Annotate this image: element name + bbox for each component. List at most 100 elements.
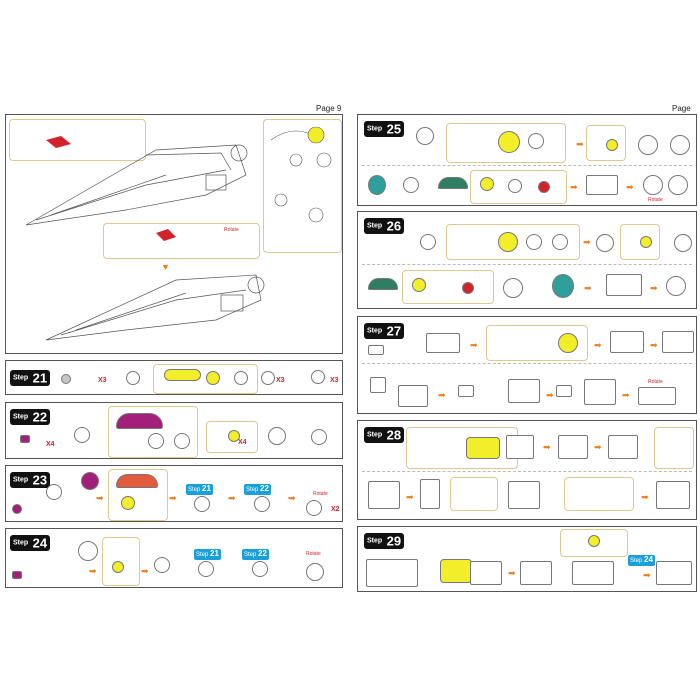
part: [416, 127, 434, 145]
part: [508, 379, 540, 403]
part: [174, 433, 190, 449]
yellow-part: [588, 535, 600, 547]
arrow-right: ➡: [169, 493, 177, 503]
magenta-arc: [116, 413, 163, 429]
step-27-panel: Step 27 ➡ ➡ ➡ ➡ ➡ ➡ Rotate: [357, 316, 697, 414]
step-28-badge: Step 28: [364, 427, 405, 443]
part: [656, 561, 692, 585]
part: [662, 331, 694, 353]
step-26-badge: Step 26: [364, 218, 405, 234]
overview-panel: Rotate ▼: [5, 114, 343, 354]
divider: [362, 471, 692, 472]
yellow-part: [558, 333, 578, 353]
detail-box-top: [9, 119, 146, 161]
arrow-right: ➡: [626, 182, 634, 192]
step-23-badge: Step 23: [10, 472, 51, 488]
step-29-panel: Step 29 ➡ Step 24 ➡: [357, 526, 697, 592]
part: [366, 559, 418, 587]
step-ref: Step 22: [242, 549, 269, 560]
part: [674, 234, 692, 252]
magenta-part: [12, 571, 22, 579]
part: [252, 561, 268, 577]
step-28-detail-box: [406, 427, 518, 469]
arrow-right: ➡: [508, 568, 516, 578]
part: [154, 557, 170, 573]
part: [311, 370, 325, 384]
part: [508, 179, 522, 193]
part: [572, 561, 614, 585]
arrow-right: ➡: [141, 566, 149, 576]
yellow-part: [412, 278, 426, 292]
part: [368, 481, 400, 509]
step-22-panel: Step 22 X4 X4: [5, 402, 343, 459]
part: [368, 345, 384, 355]
step-24-panel: Step 24 ➡ ➡ Step 21 Step 22 Rotate: [5, 528, 343, 588]
part: [470, 561, 502, 585]
arrow-right: ➡: [96, 493, 104, 503]
green-arc: [368, 278, 398, 290]
yellow-part: [121, 496, 135, 510]
arrow-right: ➡: [643, 570, 651, 580]
multiplier: X3: [98, 377, 107, 384]
part: [268, 427, 286, 445]
part: [370, 377, 386, 393]
part: [254, 496, 270, 512]
arrow-right: ➡: [470, 340, 478, 350]
detail-box-middle: [103, 223, 260, 259]
arrow-right: ➡: [89, 566, 97, 576]
arrow-right: ➡: [546, 390, 554, 400]
yellow-part: [640, 236, 652, 248]
down-arrow: ▼: [161, 262, 170, 272]
part: [74, 427, 90, 443]
part: [556, 385, 572, 397]
step-28-detail-box-2: [654, 427, 694, 469]
part: [61, 374, 71, 384]
multiplier: X3: [276, 377, 285, 384]
green-arc: [438, 177, 468, 189]
arrow-right: ➡: [576, 139, 584, 149]
part: [668, 175, 688, 195]
part: [426, 333, 460, 353]
yellow-part: [440, 559, 472, 583]
rotate-label: Rotate: [224, 227, 239, 233]
part: [528, 133, 544, 149]
part: [656, 481, 690, 509]
part: [526, 234, 542, 250]
part: [306, 500, 322, 516]
step-28-detail-box-4: [564, 477, 634, 511]
part: [608, 435, 638, 459]
part: [420, 479, 440, 509]
divider: [362, 363, 692, 364]
part: [148, 433, 164, 449]
yellow-part: [480, 177, 494, 191]
arrow-right: ➡: [641, 492, 649, 502]
multiplier: X2: [331, 506, 340, 513]
page-number-left: Page 9: [316, 104, 342, 113]
step-29-badge: Step 29: [364, 533, 405, 549]
red-part: [538, 181, 550, 193]
part: [311, 429, 327, 445]
arrow-right: ➡: [594, 442, 602, 452]
step-ref: Step 21: [186, 484, 213, 495]
part: [638, 387, 676, 405]
part: [586, 175, 618, 195]
step-ref: Step 22: [244, 484, 271, 495]
yellow-part: [498, 232, 518, 252]
part: [638, 135, 658, 155]
arrow-right: ➡: [584, 283, 592, 293]
arrow-right: ➡: [650, 283, 658, 293]
step-ref: Step 21: [194, 549, 221, 560]
divider: [362, 264, 692, 265]
part: [126, 371, 140, 385]
step-27-badge: Step 27: [364, 323, 405, 339]
part: [458, 385, 474, 397]
part: [420, 234, 436, 250]
multiplier: X3: [330, 377, 339, 384]
part: [506, 435, 534, 459]
arrow-right: ➡: [228, 493, 236, 503]
step-21-panel: Step 21 X3 X3 X3: [5, 360, 343, 395]
part: [666, 276, 686, 296]
part: [508, 481, 540, 509]
part: [552, 234, 568, 250]
part: [261, 371, 275, 385]
